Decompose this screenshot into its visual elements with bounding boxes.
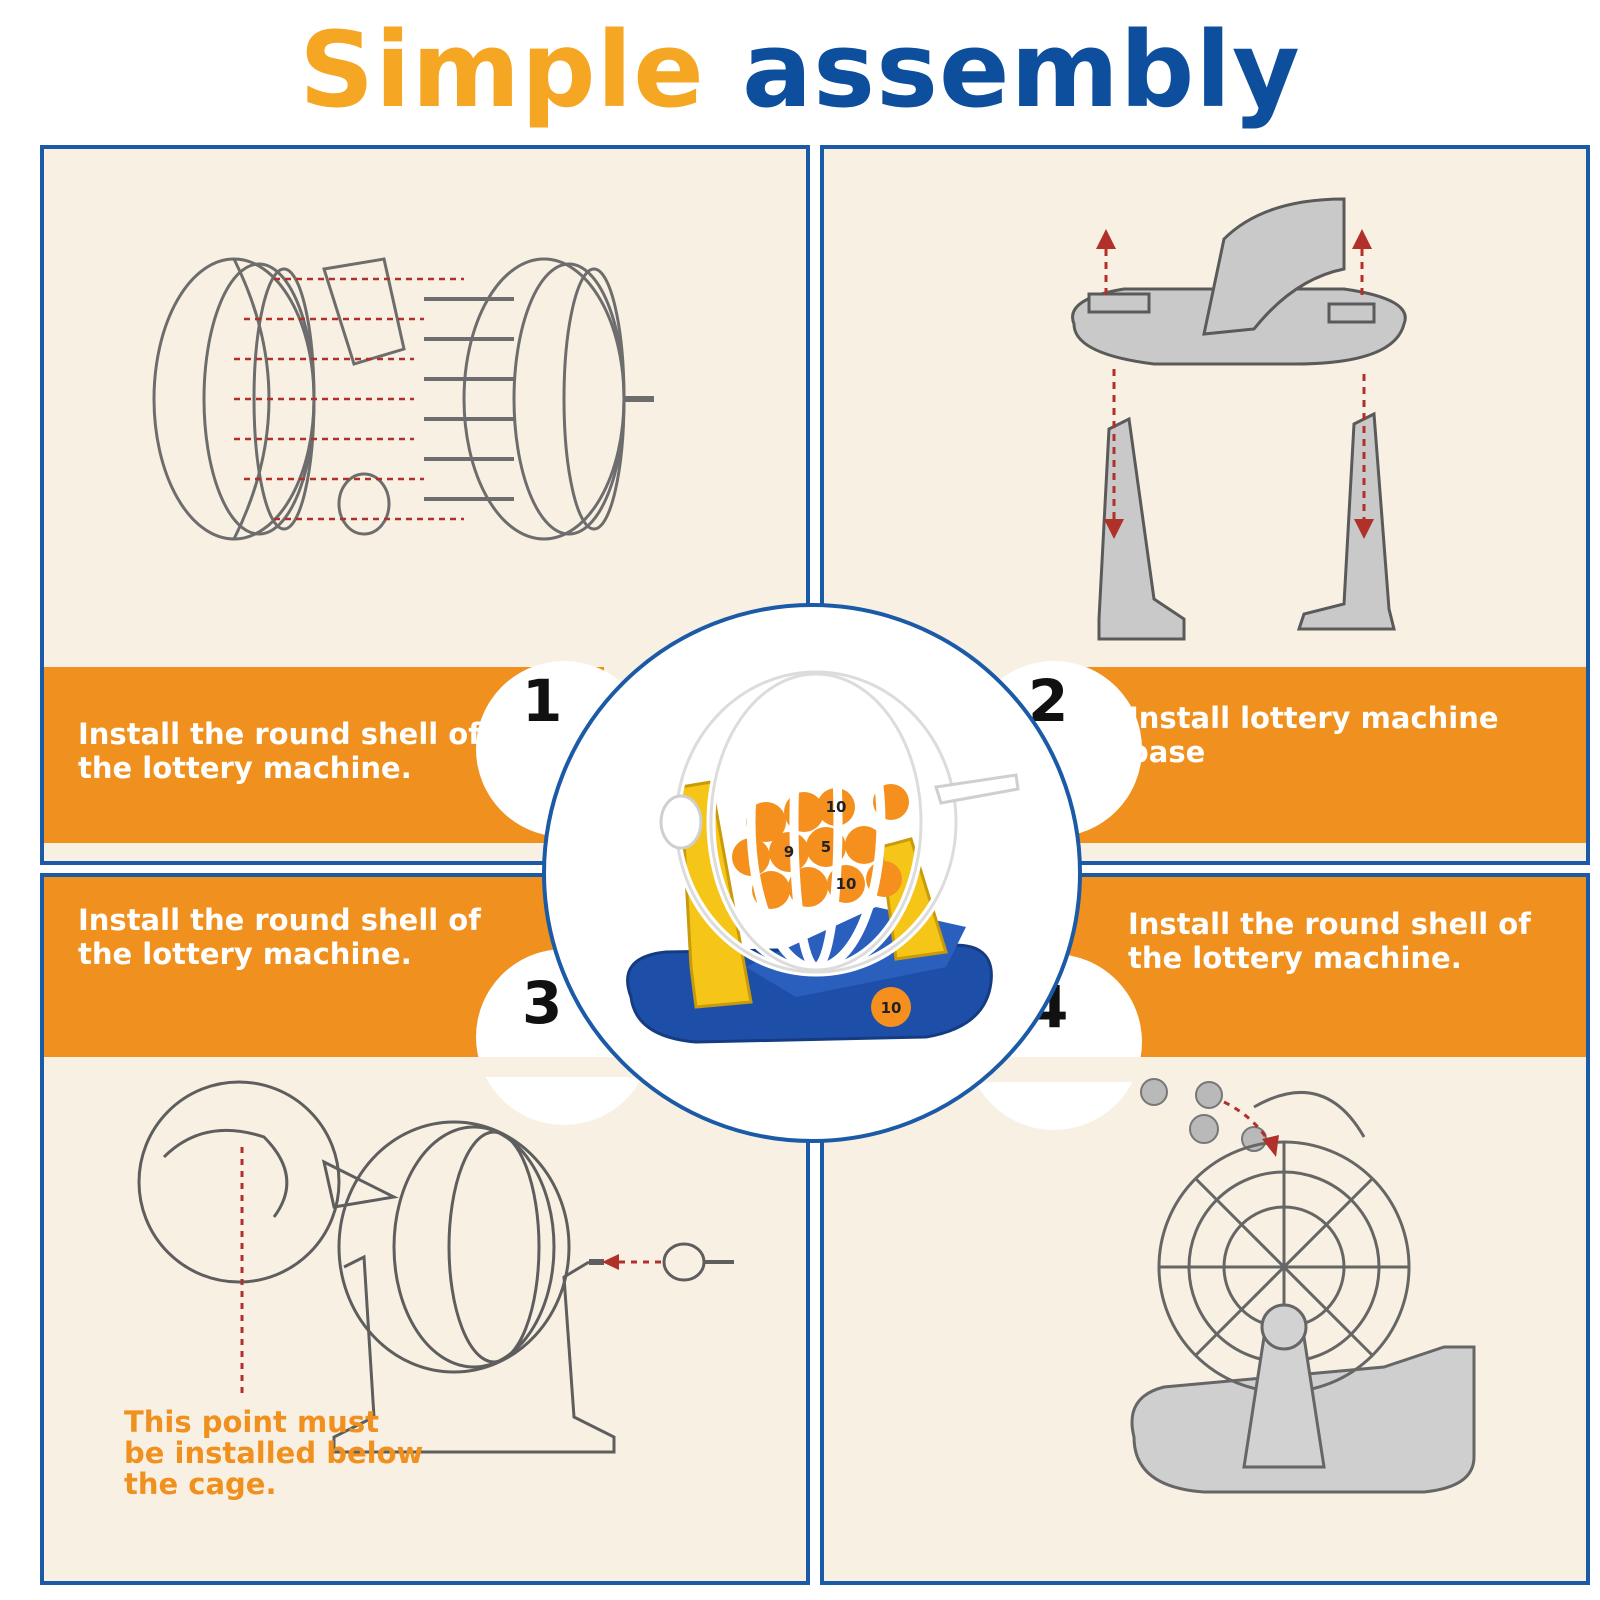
- page-title: Simple assembly: [0, 10, 1600, 130]
- step-4-caption: Install the round shell of the lottery m…: [1128, 907, 1531, 975]
- title-word-simple: Simple: [299, 9, 705, 131]
- ball-label-3: 9: [784, 843, 794, 861]
- ball-label-2: 5: [821, 838, 831, 856]
- ball-label-1: 10: [826, 798, 847, 816]
- product-photo-circle: 10 5 9 10 10: [542, 603, 1082, 1143]
- step-2-caption: Install lottery machine base: [1128, 701, 1499, 769]
- ball-label-4: 10: [836, 875, 857, 893]
- title-word-assembly: assembly: [741, 9, 1301, 131]
- step-3-caption: Install the round shell of the lottery m…: [78, 903, 481, 971]
- ball-label-5: 10: [881, 999, 902, 1017]
- cage-installation-illustration: [137, 1080, 734, 1454]
- step-1-number: 1: [522, 667, 563, 735]
- base-and-stands-illustration: [1071, 197, 1407, 641]
- assembled-machine-with-balls-illustration: [1130, 1078, 1476, 1494]
- step-1-caption: Install the round shell of the lottery m…: [78, 717, 481, 785]
- lottery-machine-product-photo: 10 5 9 10 10: [626, 667, 1020, 1044]
- step-3-number: 3: [522, 969, 563, 1037]
- installation-note: This point must be installed below the c…: [124, 1405, 424, 1501]
- cage-shell-exploded-illustration: [152, 257, 654, 541]
